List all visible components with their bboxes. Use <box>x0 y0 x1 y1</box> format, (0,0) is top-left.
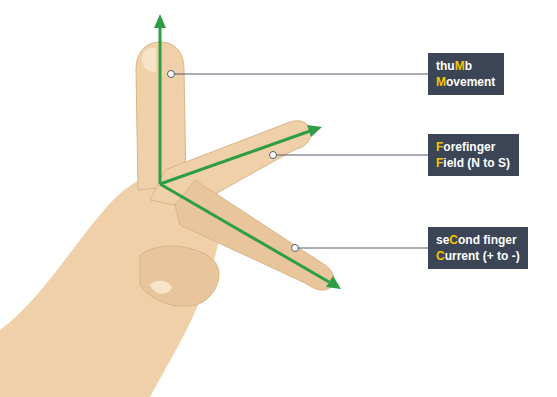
leader-line <box>298 248 428 249</box>
highlight-letter: C <box>449 233 458 247</box>
current-arrow <box>160 184 329 282</box>
highlight-letter: M <box>455 59 465 73</box>
label-body: Movement <box>436 74 496 90</box>
forefinger <box>150 121 311 208</box>
highlight-letter: C <box>436 249 445 263</box>
arrow-head <box>307 125 322 137</box>
arrow-head <box>326 276 341 289</box>
movement-arrow <box>159 26 162 184</box>
label-heading: Forefinger <box>436 139 511 155</box>
leader-dot <box>292 245 299 252</box>
label-heading: thuMb <box>436 58 496 74</box>
label-body: Field (N to S) <box>436 155 511 171</box>
field-arrow <box>160 131 310 184</box>
highlight-letter: F <box>436 156 443 170</box>
leader-lines <box>168 71 429 252</box>
curled-fingers <box>140 246 219 306</box>
label-box: seCond fingerCurrent (+ to -) <box>428 227 528 269</box>
arrow-head <box>154 14 166 28</box>
label-body: Current (+ to -) <box>436 248 520 264</box>
label-heading: seCond finger <box>436 232 520 248</box>
finger-nail <box>150 281 172 294</box>
highlight-letter: M <box>436 75 446 89</box>
leader-dot <box>270 152 277 159</box>
label-box: ForefingerField (N to S) <box>428 134 519 176</box>
leader-dot <box>168 71 175 78</box>
leader-line <box>174 74 428 75</box>
highlight-letter: F <box>436 140 443 154</box>
leader-line <box>276 155 428 156</box>
thumb-nail <box>142 47 156 72</box>
label-box: thuMbMovement <box>428 53 504 95</box>
